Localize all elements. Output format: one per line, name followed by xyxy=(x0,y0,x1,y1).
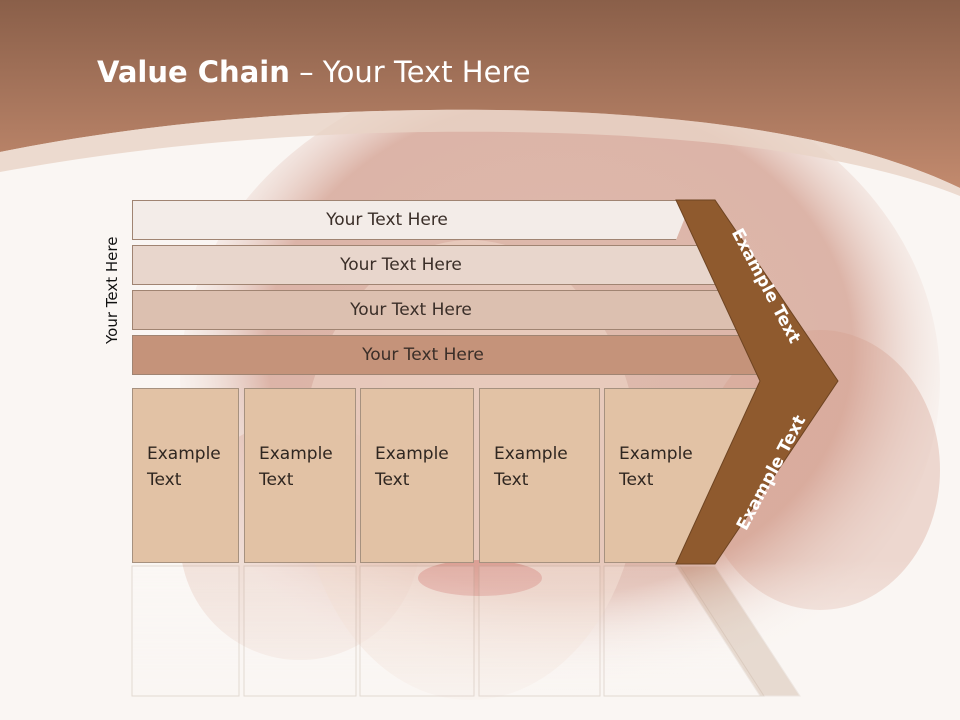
support-bar-4[interactable]: Your Text Here xyxy=(132,335,764,375)
support-bar-label: Your Text Here xyxy=(362,345,484,365)
page-title: Value Chain – Your Text Here xyxy=(97,55,531,89)
primary-box-1[interactable]: Example Text xyxy=(132,388,239,563)
support-bar-2[interactable]: Your Text Here xyxy=(132,245,720,285)
support-bar-label: Your Text Here xyxy=(350,300,472,320)
support-bar-label: Your Text Here xyxy=(340,255,462,275)
title-bold: Value Chain xyxy=(97,55,290,89)
primary-box-text: Example Text xyxy=(619,444,693,490)
primary-box-text: Example Text xyxy=(147,444,221,490)
primary-box-2[interactable]: Example Text xyxy=(244,388,356,563)
support-bar-1[interactable]: Your Text Here xyxy=(132,200,692,240)
support-bar-label: Your Text Here xyxy=(326,210,448,230)
primary-box-4[interactable]: Example Text xyxy=(479,388,600,563)
primary-box-text: Example Text xyxy=(375,444,449,490)
primary-box-3[interactable]: Example Text xyxy=(360,388,474,563)
primary-box-text: Example Text xyxy=(259,444,333,490)
support-bar-3[interactable]: Your Text Here xyxy=(132,290,740,330)
title-rest: – Your Text Here xyxy=(289,55,531,89)
primary-box-text: Example Text xyxy=(494,444,568,490)
